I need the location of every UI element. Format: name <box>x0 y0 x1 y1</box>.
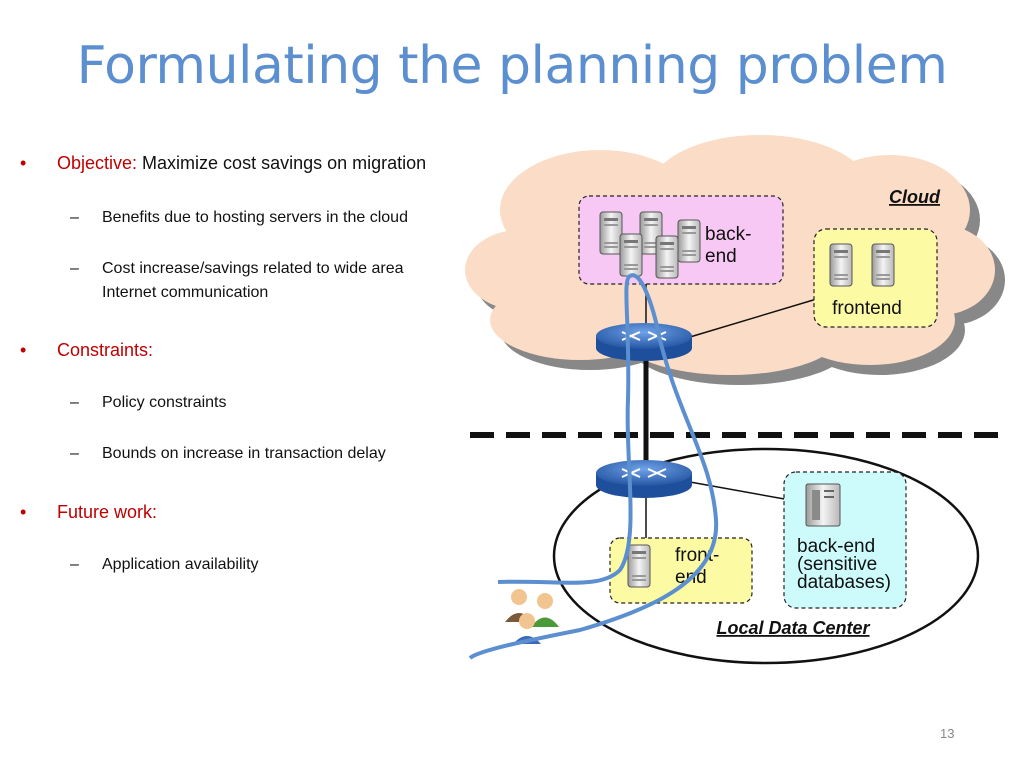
local-frontend-label: front- <box>675 545 719 566</box>
sub-bullet-text: Benefits due to hosting servers in the c… <box>102 209 408 226</box>
bullet-label: Future work: <box>57 502 158 522</box>
local-backend-label: (sensitive <box>797 554 877 575</box>
sub-bullet-text: Cost increase/savings related to wide ar… <box>102 260 404 301</box>
sub-bullet-text: Policy constraints <box>102 394 227 411</box>
bullet-text: Maximize cost savings on migration <box>137 153 427 173</box>
sub-bullet-text: Bounds on increase in transaction delay <box>102 445 386 462</box>
bullet-label: Constraints: <box>57 340 154 360</box>
link-line <box>689 297 821 338</box>
bullet-dot: • <box>20 502 27 522</box>
cloud-backend-label: back- <box>705 224 751 245</box>
bullet-dot: • <box>20 340 27 360</box>
bullet-dot: • <box>20 153 27 173</box>
local-backend-label: back-end <box>797 536 875 557</box>
local-backend-label: databases) <box>797 572 891 593</box>
datacenter-label: Local Data Center <box>716 618 870 638</box>
local-router-icon <box>596 460 692 498</box>
cloud-label: Cloud <box>889 187 941 207</box>
page-number: 13 <box>940 726 955 741</box>
bullet-label: Objective: <box>57 153 138 173</box>
slide-title: Formulating the planning problem <box>76 36 948 96</box>
cloud-frontend-label: frontend <box>832 298 902 319</box>
cloud-backend-label: end <box>705 246 737 267</box>
sub-bullet-text: Application availability <box>102 556 259 573</box>
cloud-router-icon <box>596 323 692 361</box>
link-line <box>689 481 791 501</box>
server-icon <box>627 544 651 588</box>
database-server-icon <box>805 483 841 527</box>
transaction-flow-curve <box>468 273 719 660</box>
